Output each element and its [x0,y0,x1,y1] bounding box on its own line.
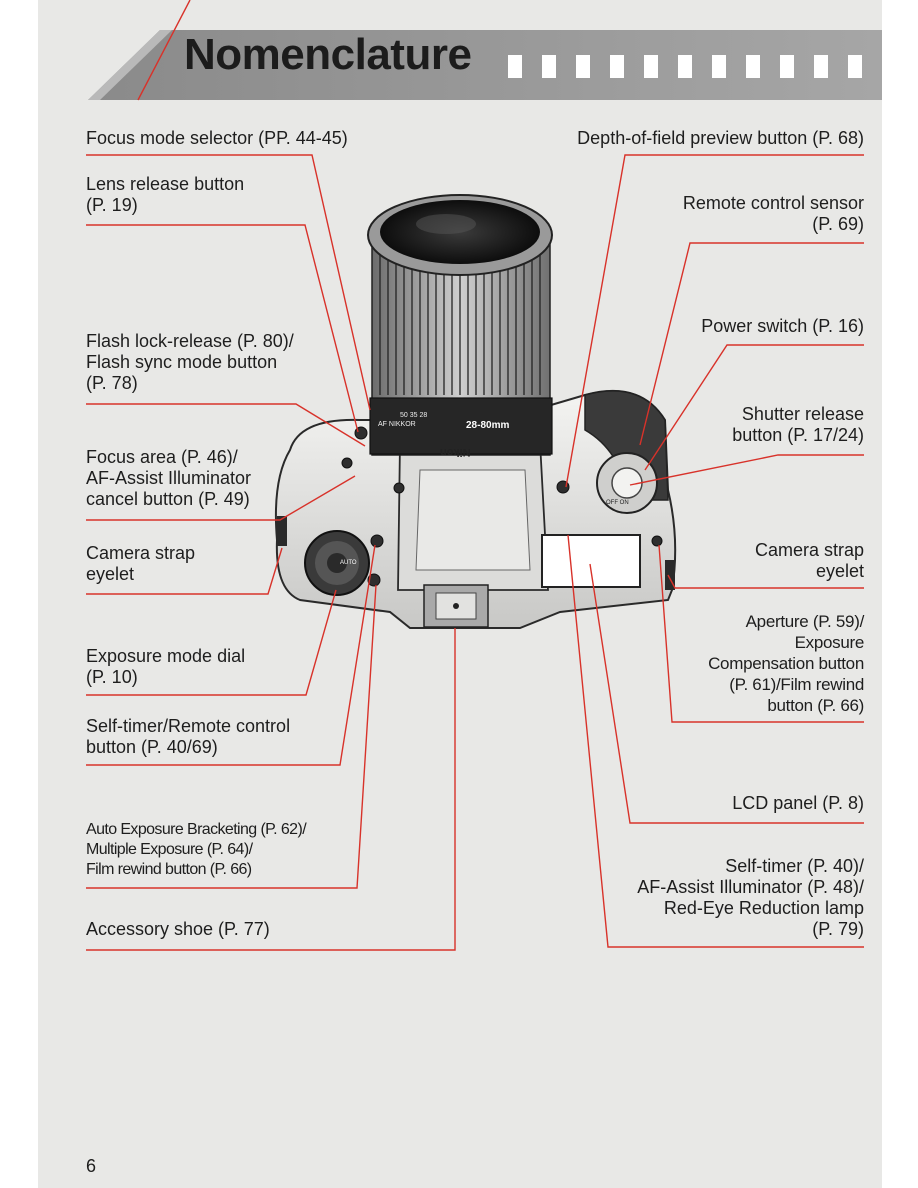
label-remote-sensor-2: (P. 69) [812,214,864,234]
leader-strap-right [667,574,864,589]
leader-remote-sensor [639,242,864,446]
label-self-timer-lamp-2: AF-Assist Illuminator (P. 48)/ [637,877,864,897]
leader-exposure-dial [86,589,337,696]
label-exposure-dial-2: (P. 10) [86,667,138,687]
page-number: 6 [86,1156,97,1176]
dial-mode-text: AUTO [340,560,357,566]
label-focus-mode-selector: Focus mode selector (PP. 44-45) [86,128,348,148]
leader-accessory-shoe [86,628,456,951]
label-self-timer-btn-1: Self-timer/Remote control [86,716,291,736]
strap-eyelet-right [665,560,675,590]
lens-zoom-text: 28-80mm [466,420,510,431]
label-self-timer-lamp-3: Red-Eye Reduction lamp [663,898,864,918]
lcd-panel [541,534,641,588]
label-aeb-1: Auto Exposure Bracketing (P. 62)/ [86,821,307,838]
label-lens-release-2: (P. 19) [86,195,138,215]
label-focus-area-2: AF-Assist Illuminator [86,468,252,488]
label-aperture-5: button (P. 66) [767,696,864,715]
label-shutter-2: button (P. 17/24) [732,425,864,445]
accessory-shoe [423,584,489,628]
leader-focus-mode [86,154,371,411]
zoom-lens [367,194,553,456]
film-strip-blocks [508,55,862,78]
leader-dof [565,154,864,488]
leader-shutter [629,454,864,486]
label-shutter-1: Shutter release [741,404,864,424]
label-strap-right-1: Camera strap [754,540,864,560]
leader-lens-release [86,224,359,433]
label-focus-area-1: Focus area (P. 46)/ [86,447,238,467]
label-accessory-shoe: Accessory shoe (P. 77) [86,919,270,939]
label-lens-release-1: Lens release button [86,174,245,194]
label-lcd-panel: LCD panel (P. 8) [732,793,864,813]
label-self-timer-lamp-4: (P. 79) [812,919,864,939]
label-aeb-2: Multiple Exposure (P. 64)/ [86,841,253,858]
label-flash-lock-1: Flash lock-release (P. 80)/ [86,331,294,351]
leader-lcd [589,563,864,824]
body-buttons [341,426,663,587]
leader-focus-area [86,475,356,521]
label-strap-left-1: Camera strap [86,543,196,563]
leader-flash-lock [86,403,366,447]
label-power-switch: Power switch (P. 16) [701,316,864,336]
label-dof-preview: Depth-of-field preview button (P. 68) [577,128,864,148]
page-title: Nomenclature [184,30,472,79]
label-aperture-1: Aperture (P. 59)/ [745,612,865,631]
label-remote-sensor-1: Remote control sensor [682,193,864,213]
label-flash-lock-2: Flash sync mode button [86,352,278,372]
switch-text: OFF ON [606,500,629,506]
header-accent-line [137,0,191,101]
label-focus-area-3: cancel button (P. 49) [86,489,250,509]
strap-eyelet-left [277,516,287,546]
leader-strap-left [86,547,283,595]
leader-aeb [86,584,377,889]
lens-scale-text: 50 35 28 [400,412,428,419]
label-exposure-dial-1: Exposure mode dial [86,646,246,666]
label-aperture-2: Exposure [794,633,865,652]
label-aperture-4: (P. 61)/Film rewind [729,675,864,694]
label-self-timer-btn-2: button (P. 40/69) [86,737,218,757]
leader-self-timer-btn [86,544,376,766]
exposure-mode-dial [304,530,370,596]
label-strap-left-2: eyelet [86,564,135,584]
leader-power-switch [644,344,864,471]
lens-name-text: AF NIKKOR [378,421,416,428]
leader-self-timer-lamp [567,534,864,948]
label-flash-lock-3: (P. 78) [86,373,138,393]
label-aeb-3: Film rewind button (P. 66) [86,861,252,878]
header-band [88,0,882,101]
shutter-dial [596,452,658,514]
title-band [88,30,882,100]
label-aperture-3: Compensation button [708,654,864,673]
label-self-timer-lamp-1: Self-timer (P. 40)/ [725,856,864,876]
label-strap-right-2: eyelet [815,561,864,581]
leader-aperture [658,544,864,723]
